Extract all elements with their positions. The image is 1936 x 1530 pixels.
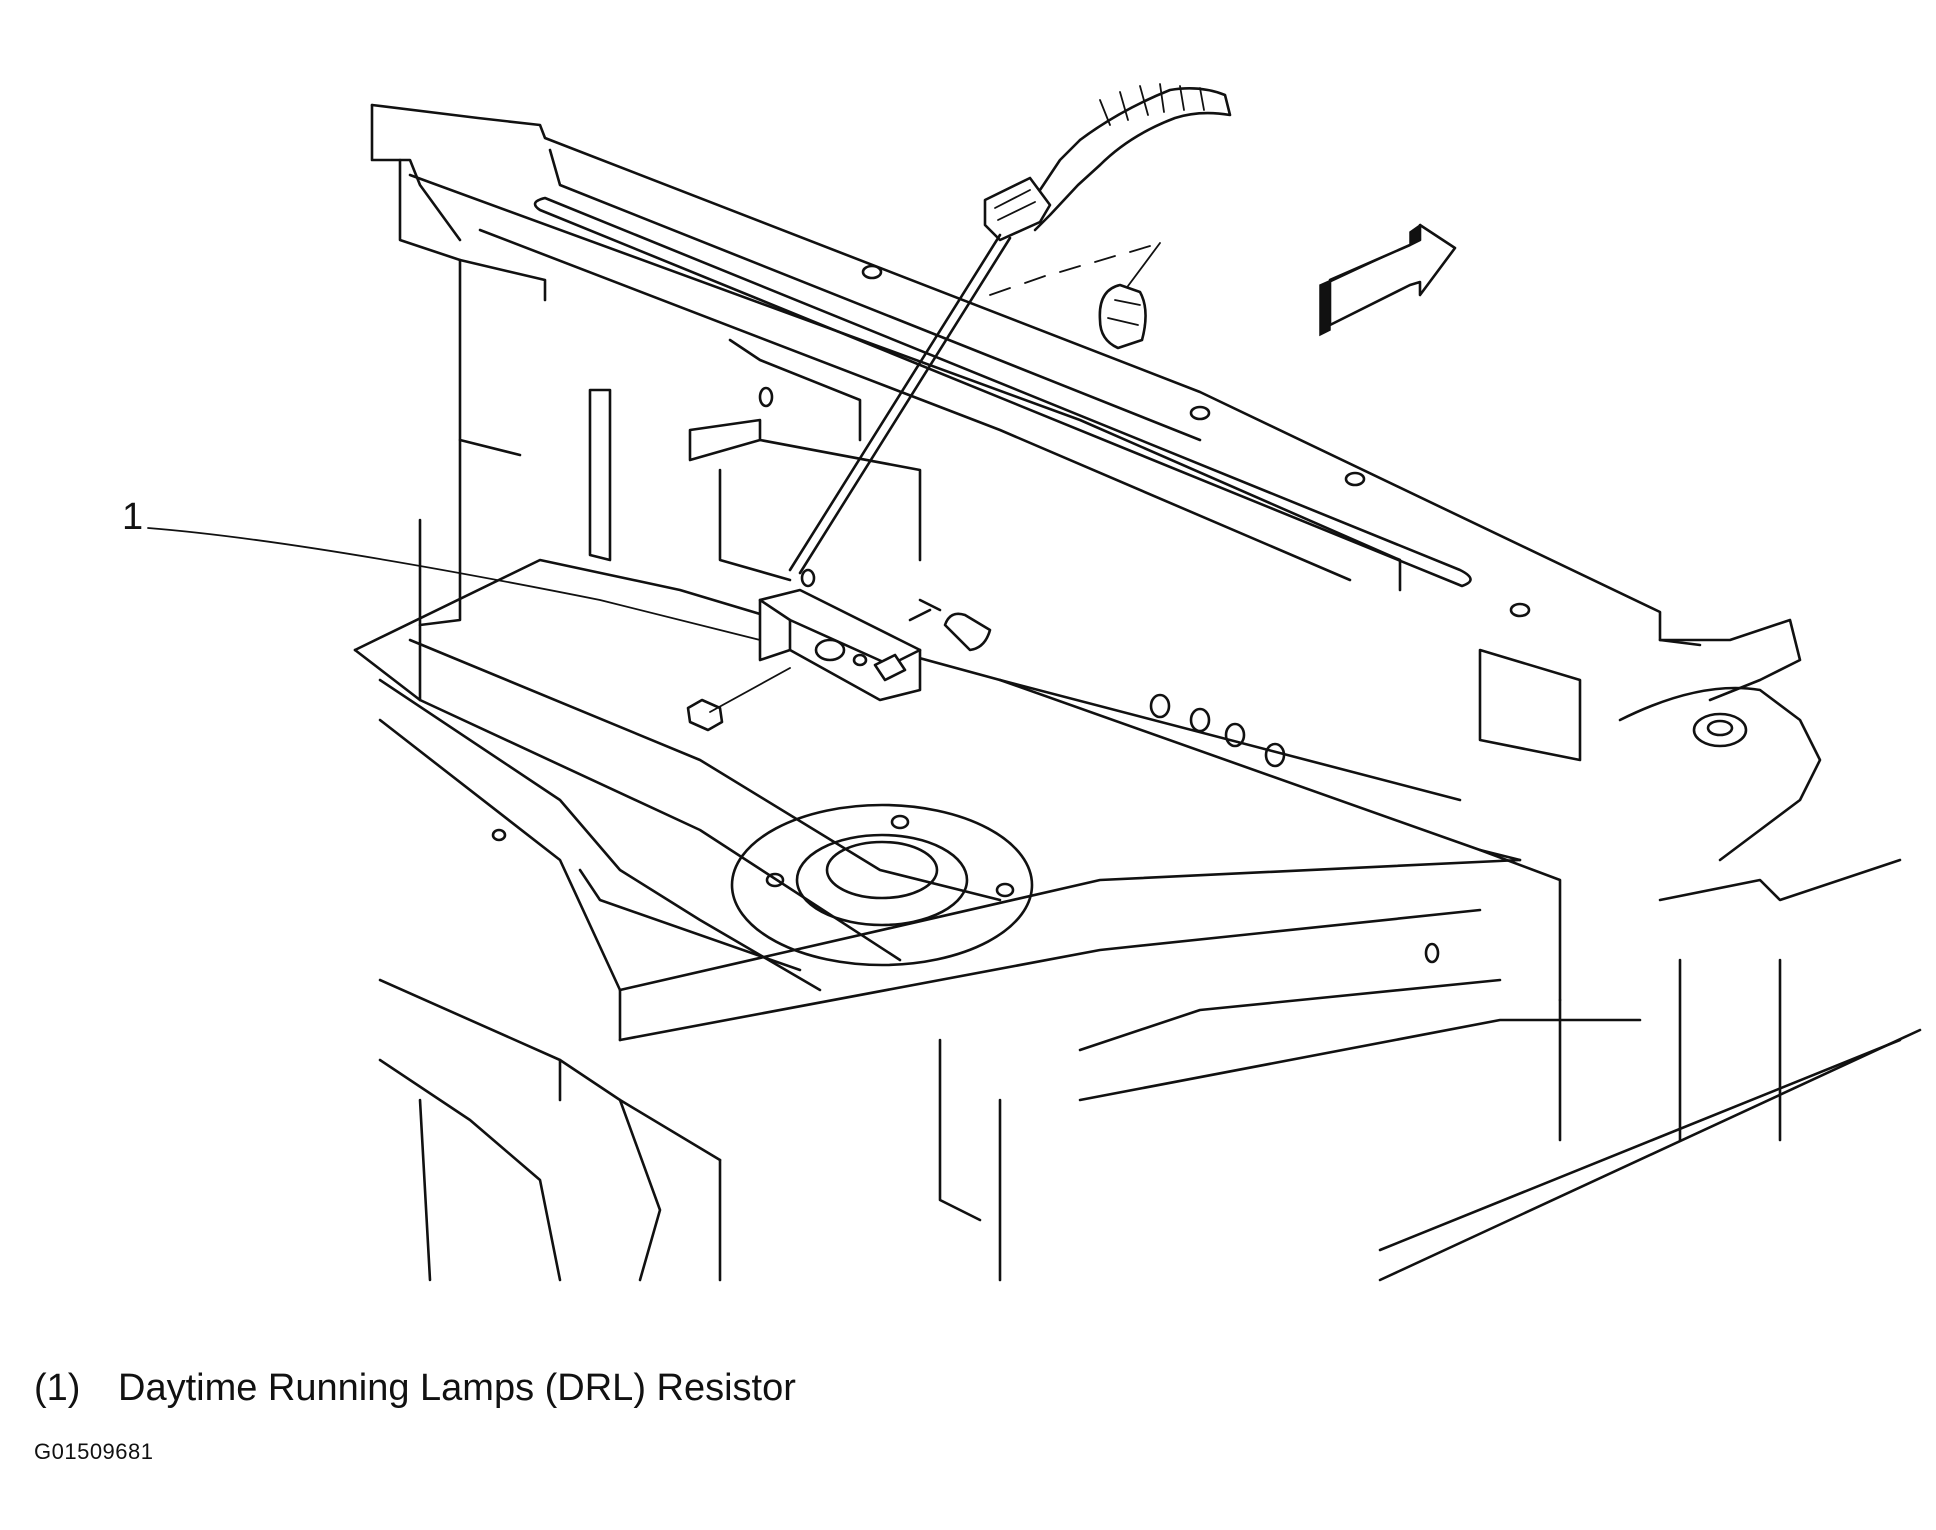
bolt-icon (686, 667, 791, 732)
legend-text: Daytime Running Lamps (DRL) Resistor (118, 1367, 796, 1409)
callout-leader-1 (147, 527, 761, 641)
callout-number-1: 1 (122, 496, 144, 538)
figure-id: G01509681 (34, 1439, 154, 1464)
legend-number: (1) (34, 1367, 81, 1409)
left-frame-rail (378, 678, 822, 1282)
right-frame (938, 618, 1922, 1282)
wiring-harness (788, 83, 1232, 575)
forward-arrow-icon (1319, 223, 1457, 337)
radiator-support-upper (370, 103, 1702, 647)
drl-resistor (758, 588, 992, 702)
mating-connector (989, 242, 1161, 350)
center-mount (730, 803, 1034, 967)
left-support-posts (398, 158, 922, 702)
legend-entry: (1) Daytime Running Lamps (DRL) Resistor (34, 1366, 796, 1410)
mounting-holes (1149, 693, 1286, 768)
